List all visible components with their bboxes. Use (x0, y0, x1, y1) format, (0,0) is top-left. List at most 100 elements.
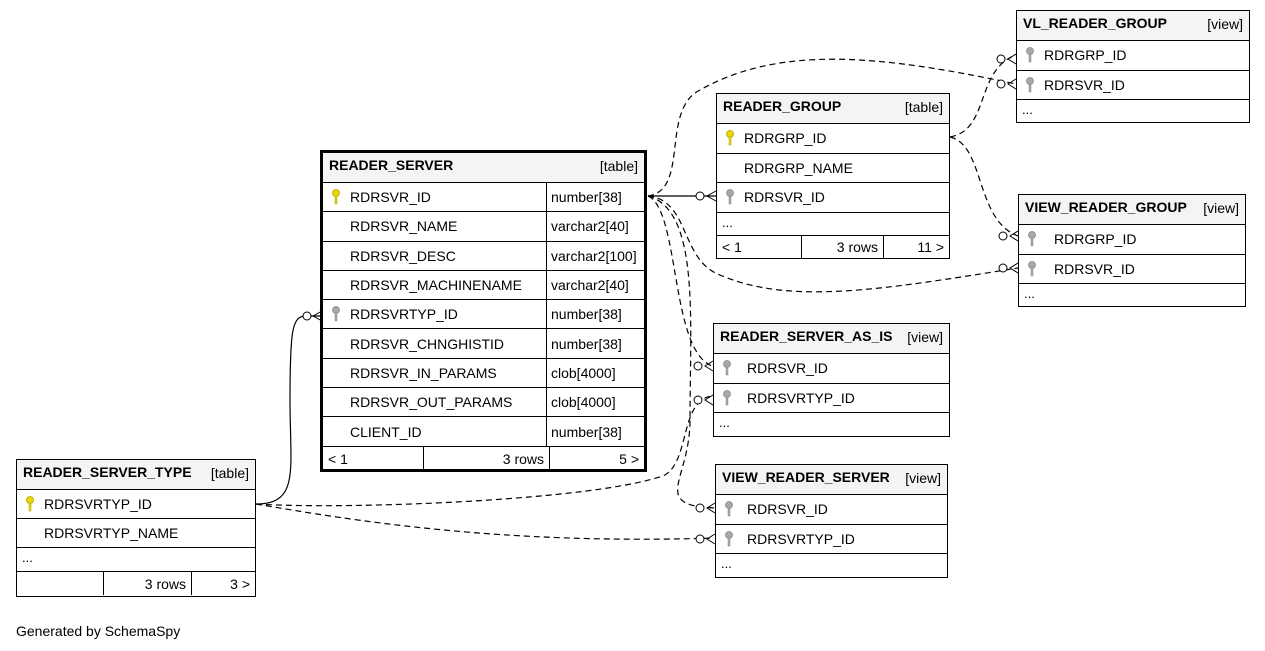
footer-next[interactable]: 11 > (883, 235, 949, 259)
footer-rows: 3 rows (801, 235, 883, 259)
foreign-key-icon (331, 306, 341, 322)
link-crowfoot (704, 394, 714, 406)
link-end-circle (693, 361, 703, 371)
footer-prev[interactable] (17, 572, 103, 595)
primary-key-icon (25, 496, 35, 512)
column-row[interactable]: RDRSVR_ID (714, 354, 949, 384)
foreign-key-icon (725, 189, 735, 205)
table-name: READER_SERVER_TYPE (23, 464, 192, 480)
link-type-to-server (255, 315, 322, 505)
column-row[interactable]: RDRGRP_NAME (717, 154, 949, 183)
table-kind: [view] (907, 329, 943, 345)
footer-prev[interactable]: < 1 (328, 450, 348, 467)
column-list: RDRGRP_ID RDRGRP_NAME RDRSVR_ID (717, 124, 949, 213)
column-name: RDRGRP_ID (1044, 47, 1127, 64)
more-columns: ... (721, 556, 732, 571)
footer-rows: 3 rows (423, 446, 549, 471)
column-name: RDRSVR_ID (1054, 260, 1135, 277)
link-end-circle (695, 534, 705, 544)
column-type: number[38] (546, 183, 644, 212)
link-crowfoot (706, 502, 716, 514)
link-end-circle (996, 54, 1006, 64)
table-footer: < 1 3 rows 5 > (323, 446, 644, 471)
column-row[interactable]: RDRSVRTYP_ID (716, 525, 947, 554)
table-reader-server-type[interactable]: READER_SERVER_TYPE [table] RDRSVRTYP_ID R… (16, 459, 256, 597)
column-name: RDRSVR_CHNGHISTID (350, 335, 505, 352)
column-row[interactable]: RDRSVR_ID (717, 183, 949, 213)
primary-key-icon (331, 189, 341, 205)
column-name: RDRSVR_OUT_PARAMS (350, 394, 513, 411)
foreign-key-icon (1027, 260, 1037, 277)
table-reader-group[interactable]: READER_GROUP [table] RDRGRP_ID RDRGRP_NAM… (716, 93, 950, 259)
column-name: RDRSVRTYP_ID (747, 530, 855, 547)
column-name: RDRSVR_IN_PARAMS (350, 364, 497, 381)
column-name: RDRSVRTYP_ID (747, 389, 855, 406)
view-vl-reader-group[interactable]: VL_READER_GROUP [view] RDRGRP_ID RDRSVR_I… (1016, 10, 1250, 123)
column-name: RDRSVR_ID (747, 360, 828, 377)
table-kind: [view] (1203, 200, 1239, 216)
more-columns: ... (717, 213, 949, 236)
table-name: READER_SERVER (329, 157, 454, 173)
column-type: number[38] (546, 300, 644, 329)
column-name: RDRSVRTYP_ID (350, 306, 458, 323)
column-name: RDRGRP_NAME (744, 159, 853, 176)
table-header: VL_READER_GROUP [view] (1017, 11, 1249, 41)
link-crowfoot (1007, 78, 1017, 90)
column-row[interactable]: RDRSVR_IN_PARAMS clob[4000] (323, 358, 644, 389)
column-name: RDRSVR_DESC (350, 247, 456, 264)
column-row[interactable]: RDRSVRTYP_NAME (17, 519, 255, 548)
column-list: RDRSVR_ID RDRSVRTYP_ID (716, 495, 947, 554)
link-end-circle (998, 231, 1008, 241)
column-row[interactable]: RDRGRP_ID (717, 124, 949, 154)
link-group-to-vl-group (949, 54, 1017, 138)
link-end-circle (996, 79, 1006, 89)
column-row[interactable]: RDRGRP_ID (1019, 225, 1245, 255)
column-row[interactable]: RDRSVRTYP_ID (17, 490, 255, 519)
table-header: READER_SERVER_TYPE [table] (17, 460, 255, 490)
foreign-key-icon (1025, 47, 1035, 63)
column-row[interactable]: RDRSVR_DESC varchar2[100] (323, 241, 644, 271)
column-name: RDRGRP_ID (744, 130, 827, 147)
table-kind: [view] (905, 470, 941, 486)
footer-prev[interactable]: < 1 (722, 239, 742, 255)
column-row[interactable]: RDRSVRTYP_ID number[38] (323, 300, 644, 330)
table-kind: [table] (904, 99, 943, 115)
table-kind: [view] (1207, 16, 1243, 32)
more-columns: ... (1022, 102, 1033, 117)
column-row[interactable]: RDRSVR_ID (716, 495, 947, 525)
table-header: READER_GROUP [table] (717, 94, 949, 124)
footer-next[interactable]: 5 > (549, 446, 644, 471)
column-name: RDRSVR_ID (747, 501, 828, 518)
table-name: READER_GROUP (723, 98, 842, 114)
column-type: clob[4000] (546, 358, 644, 388)
column-type: clob[4000] (546, 388, 644, 417)
column-row[interactable]: RDRSVR_ID (1017, 71, 1249, 100)
column-type: varchar2[100] (546, 241, 644, 270)
column-row[interactable]: RDRSVR_ID (1019, 255, 1245, 284)
foreign-key-icon (724, 530, 734, 547)
column-row[interactable]: RDRGRP_ID (1017, 41, 1249, 71)
link-crowfoot (705, 190, 717, 202)
column-row[interactable]: RDRSVRTYP_ID (714, 384, 949, 413)
view-reader-server-as-is[interactable]: READER_SERVER_AS_IS [view] RDRSVR_ID RDRS… (713, 323, 950, 437)
table-kind: [table] (210, 465, 249, 481)
table-header: VIEW_READER_SERVER [view] (716, 465, 947, 495)
column-row[interactable]: RDRSVR_OUT_PARAMS clob[4000] (323, 388, 644, 418)
footer-rows: 3 rows (103, 572, 191, 595)
table-header: READER_SERVER_AS_IS [view] (714, 324, 949, 354)
column-name: RDRSVRTYP_ID (44, 496, 152, 512)
column-list: RDRGRP_ID RDRSVR_ID (1017, 41, 1249, 100)
link-crowfoot (1007, 53, 1017, 65)
footer-next[interactable]: 3 > (191, 572, 255, 595)
more-columns: ... (17, 548, 255, 572)
column-type: varchar2[40] (546, 270, 644, 300)
